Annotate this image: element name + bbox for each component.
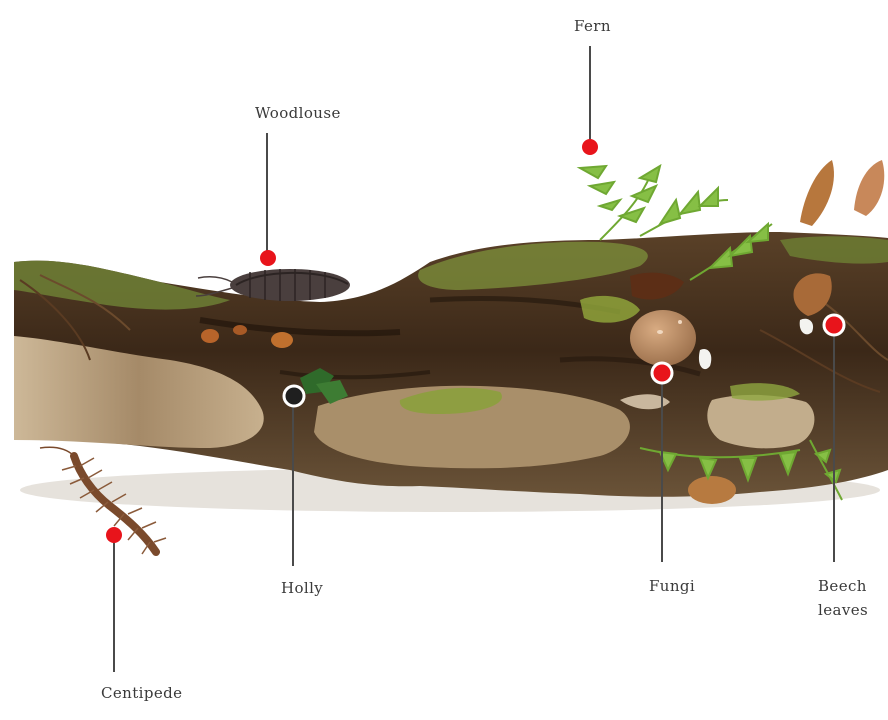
woodlouse-marker [260, 250, 276, 266]
holly-marker [284, 386, 304, 406]
beech-marker [824, 315, 844, 335]
woodlouse-label: Woodlouse [255, 104, 341, 122]
small-fungus [233, 325, 247, 335]
centipede-label: Centipede [101, 684, 182, 702]
small-fungus [271, 332, 293, 348]
small-fungus [201, 329, 219, 343]
holly-label: Holly [281, 579, 323, 597]
beech-leaves-label: Beech leaves [818, 574, 868, 622]
fern-label: Fern [574, 17, 611, 35]
pale-bark-right [707, 395, 814, 448]
fungi-label: Fungi [649, 577, 695, 595]
fungi-marker [652, 363, 672, 383]
centipede-marker [106, 527, 122, 543]
fern-marker [582, 139, 598, 155]
lichen [699, 349, 711, 369]
